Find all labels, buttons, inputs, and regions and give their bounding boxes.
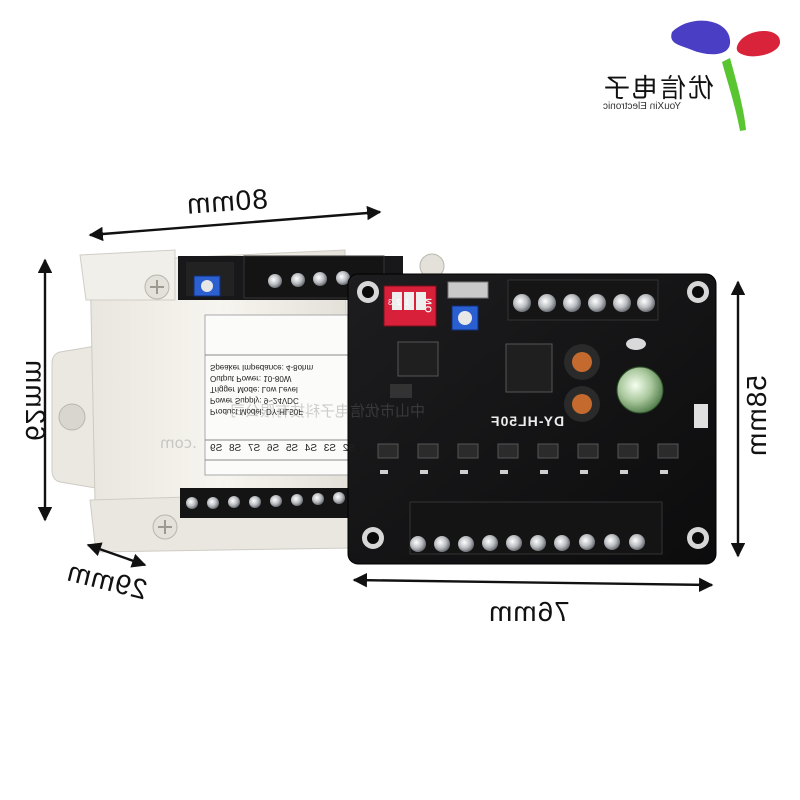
dim-label-80mm: 80mm bbox=[184, 183, 269, 220]
terminal-label: S3 bbox=[323, 443, 337, 454]
dip-number: 1 bbox=[404, 298, 410, 307]
enclosure bbox=[51, 249, 445, 553]
spec-line: Speaker Impedance: 4-8ohm bbox=[210, 363, 314, 372]
terminal-label: S5 bbox=[285, 443, 299, 454]
terminal-label: S7 bbox=[248, 443, 261, 454]
terminal-label: S8 bbox=[229, 443, 242, 454]
spec-line: Trigger Mode: Low Level bbox=[210, 385, 298, 394]
dip-switch-on-label: ON bbox=[422, 297, 433, 313]
brand-name-cn: 优信电子 bbox=[602, 74, 715, 104]
terminal-label: S6 bbox=[266, 443, 280, 454]
terminal-label: S2 bbox=[342, 443, 355, 454]
arrow-29mm bbox=[86, 542, 147, 568]
arrow-80mm bbox=[88, 205, 382, 242]
dip-number: 3 bbox=[388, 298, 393, 307]
enclosure-terminal-labels: S2 S3 S4 S5 S6 S7 S8 S9 bbox=[210, 443, 355, 454]
watermark-text: .com bbox=[160, 434, 197, 452]
brand-name-en: YouXin Electronic bbox=[603, 101, 682, 112]
pcb-board bbox=[347, 273, 717, 565]
board-model-label: DY-HL50F bbox=[490, 413, 565, 429]
brand-logo bbox=[671, 20, 780, 131]
dim-label-58mm: 58mm bbox=[740, 375, 772, 457]
dim-label-76mm: 76mm bbox=[488, 596, 570, 627]
arrow-76mm bbox=[352, 572, 714, 593]
dimension-arrows bbox=[37, 205, 746, 593]
dip-switch-numbers: 1 2 3 bbox=[388, 298, 409, 307]
dip-number: 2 bbox=[396, 298, 401, 307]
dim-label-62mm: 62mm bbox=[19, 359, 51, 441]
enclosure-bottom-terminals bbox=[180, 488, 355, 518]
terminal-label: S4 bbox=[304, 443, 318, 454]
watermark-text: 中山市优信电子科技有限公司 bbox=[230, 402, 426, 420]
spec-line: Output Power: 10-80W bbox=[210, 374, 292, 383]
terminal-label: S9 bbox=[210, 443, 223, 454]
